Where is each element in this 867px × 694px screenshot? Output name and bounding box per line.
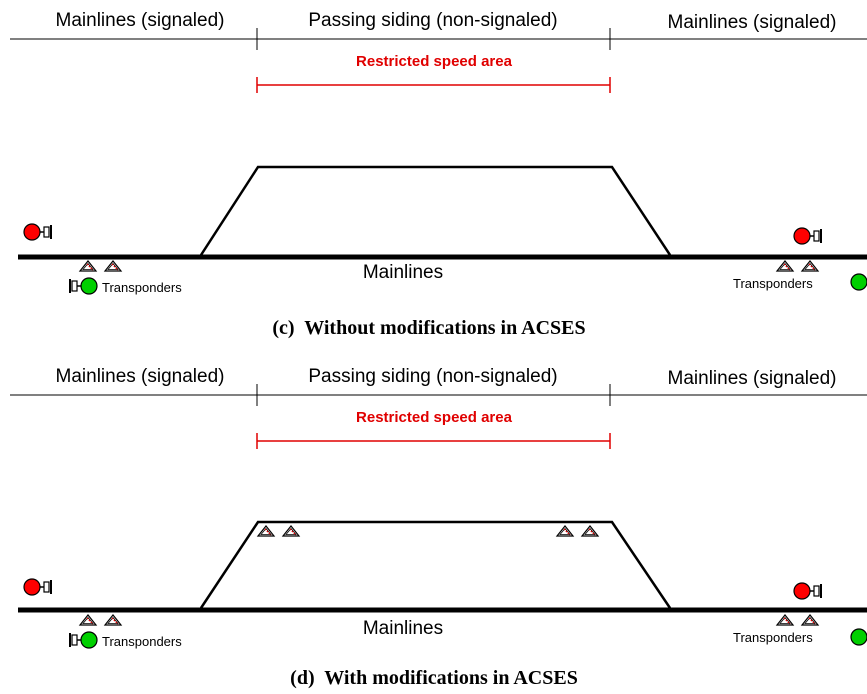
transponder-icon <box>581 525 599 537</box>
zone-label-middle: Passing siding (non-signaled) <box>308 366 557 387</box>
zone-label-middle: Passing siding (non-signaled) <box>308 10 557 31</box>
transponders-label-right: Transponders <box>733 630 813 645</box>
signal-icon <box>69 277 98 295</box>
transponder-icon <box>556 525 574 537</box>
transponder-icon <box>257 525 275 537</box>
transponder-icon <box>79 614 97 626</box>
transponder-icon <box>776 614 794 626</box>
transponder-icon <box>104 614 122 626</box>
transponder-icon <box>776 260 794 272</box>
panel-c: Mainlines (signaled) Passing siding (non… <box>10 10 867 339</box>
transponders-label-right: Transponders <box>733 276 813 291</box>
zone-label-right: Mainlines (signaled) <box>668 12 837 33</box>
caption-d: (d) With modifications in ACSES <box>290 667 578 689</box>
transponders-label-left: Transponders <box>102 280 182 295</box>
signal-icon <box>23 578 52 596</box>
signal-icon <box>23 223 52 241</box>
signal-icon <box>69 631 98 649</box>
transponder-icon <box>801 260 819 272</box>
zone-label-left: Mainlines (signaled) <box>56 366 225 387</box>
restricted-speed-label: Restricted speed area <box>356 409 513 426</box>
mainline-label: Mainlines <box>363 262 443 283</box>
signal-icon <box>850 628 867 646</box>
transponder-icon <box>104 260 122 272</box>
transponder-icon <box>801 614 819 626</box>
zone-label-left: Mainlines (signaled) <box>56 10 225 31</box>
restricted-speed-label: Restricted speed area <box>356 53 513 70</box>
transponder-icon <box>282 525 300 537</box>
transponder-icon <box>79 260 97 272</box>
zone-label-right: Mainlines (signaled) <box>668 368 837 389</box>
signal-icon <box>793 582 822 600</box>
panel-d: Mainlines (signaled) Passing siding (non… <box>10 366 867 689</box>
passing-siding-track <box>199 520 672 609</box>
signal-icon <box>793 227 822 245</box>
passing-siding-track <box>199 165 672 256</box>
mainline-label: Mainlines <box>363 618 443 639</box>
signal-icon <box>850 273 867 291</box>
caption-c: (c) Without modifications in ACSES <box>272 317 585 339</box>
transponders-label-left: Transponders <box>102 634 182 649</box>
